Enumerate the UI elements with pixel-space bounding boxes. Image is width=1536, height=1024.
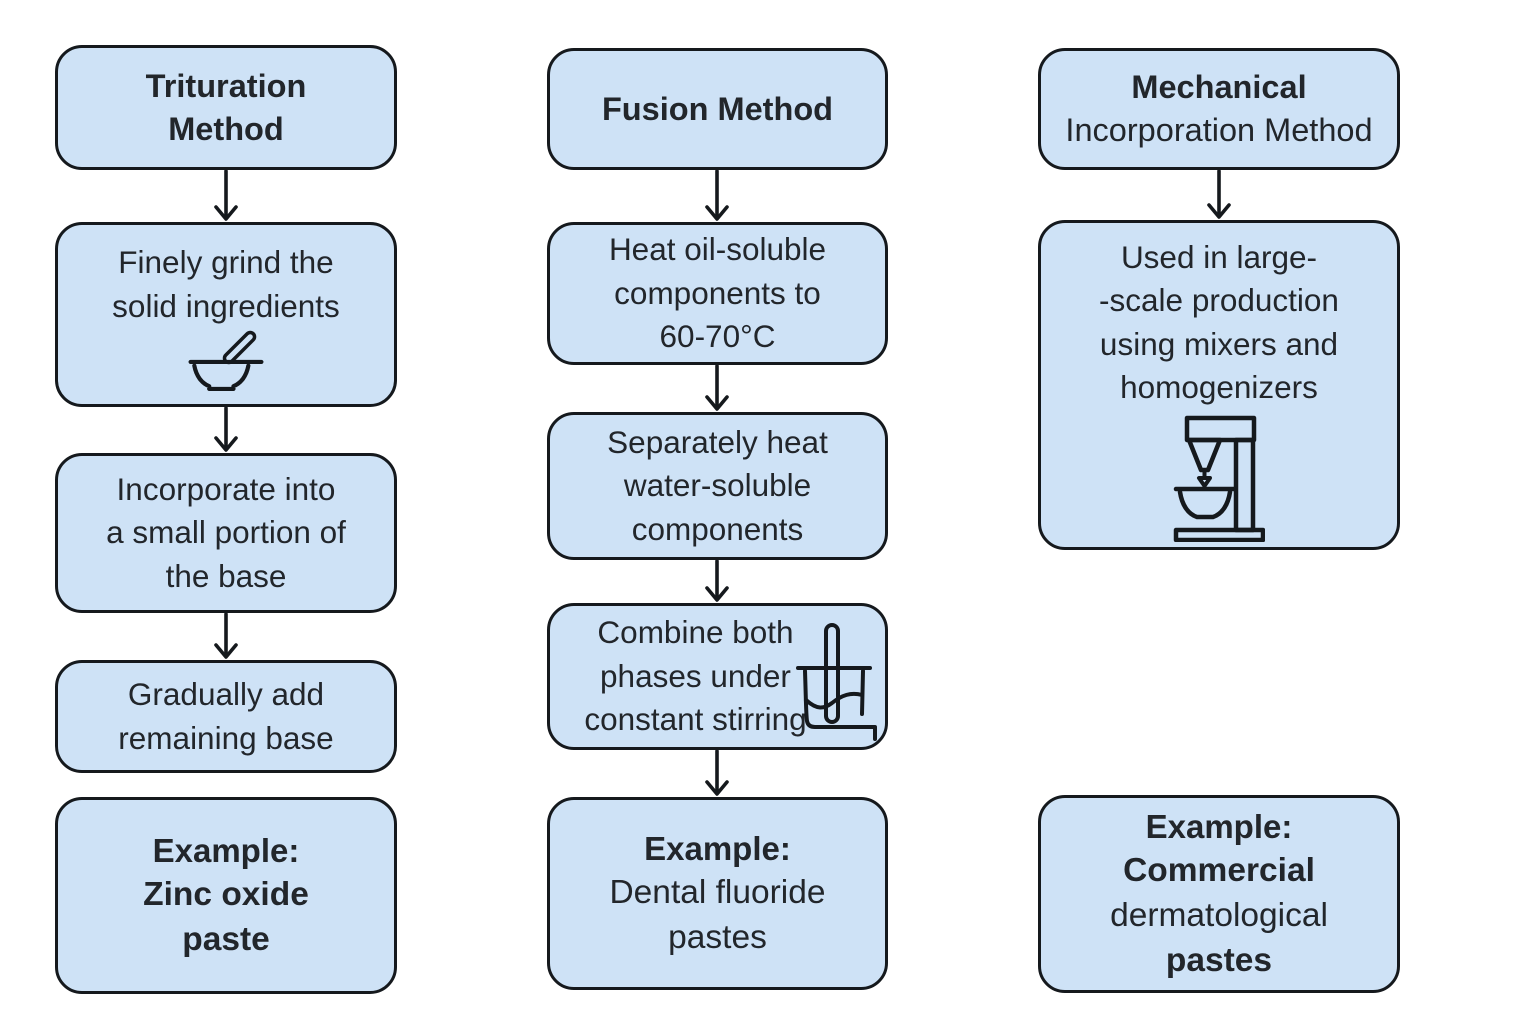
flow-arrow <box>705 364 729 411</box>
flow-arrow <box>214 406 238 452</box>
fusion-step-combine-box: Combine both phases under constant stirr… <box>547 603 888 750</box>
example-value-line3: dermatological <box>1110 896 1328 934</box>
step-text: Gradually add remaining base <box>118 676 334 756</box>
step-text: Incorporate into a small portion of the … <box>106 470 346 594</box>
mechanical-method-title-box: Mechanical Incorporation Method <box>1038 48 1400 170</box>
trituration-step-grind-box: Finely grind the solid ingredients <box>55 222 397 407</box>
mechanical-step-production-box: Used in large- -scale production using m… <box>1038 220 1400 550</box>
mechanical-method-title-line2: Incorporation Method <box>1065 112 1373 148</box>
fusion-step-heat-water-box: Separately heat water-soluble components <box>547 412 888 560</box>
example-label: Example: <box>152 831 300 869</box>
flow-arrow <box>705 169 729 221</box>
step-text: Heat oil-soluble components to 60-70°C <box>608 231 827 355</box>
trituration-step-incorporate-box: Incorporate into a small portion of the … <box>55 453 397 613</box>
flow-arrow <box>1207 169 1231 219</box>
trituration-method-title: Trituration Method <box>145 67 307 147</box>
example-value-line4: pastes <box>1165 941 1273 979</box>
flow-arrow <box>705 559 729 602</box>
trituration-step-add-base-box: Gradually add remaining base <box>55 660 397 773</box>
step-text: Separately heat water-soluble components <box>607 423 828 547</box>
example-value: Dental fluoride pastes <box>609 873 826 956</box>
mechanical-method-title-line1: Mechanical <box>1131 69 1307 106</box>
step-text: Used in large- -scale production using m… <box>1099 238 1339 405</box>
flow-arrow <box>705 749 729 796</box>
trituration-example-box: Example: Zinc oxide paste <box>55 797 397 994</box>
example-value-line2: Commercial <box>1123 851 1315 889</box>
mortar-pestle-icon <box>188 330 264 392</box>
step-text: Finely grind the solid ingredients <box>112 244 340 324</box>
flow-arrow <box>214 169 238 221</box>
stand-mixer-icon <box>1173 416 1265 543</box>
example-value: Zinc oxide paste <box>143 875 309 958</box>
example-label: Example: <box>644 829 791 867</box>
example-label: Example: <box>1145 807 1293 845</box>
fusion-method-title: Fusion Method <box>601 90 834 127</box>
fusion-example-box: Example: Dental fluoride pastes <box>547 797 888 990</box>
step-text: Combine both phases under constant stirr… <box>584 614 807 738</box>
fusion-method-title-box: Fusion Method <box>547 48 888 170</box>
fusion-step-heat-oil-box: Heat oil-soluble components to 60-70°C <box>547 222 888 365</box>
mechanical-example-box: Example: Commercial dermatological paste… <box>1038 795 1400 993</box>
trituration-method-title-box: Trituration Method <box>55 45 397 170</box>
beaker-stirring-rod-icon <box>796 623 877 741</box>
flow-arrow <box>214 612 238 659</box>
